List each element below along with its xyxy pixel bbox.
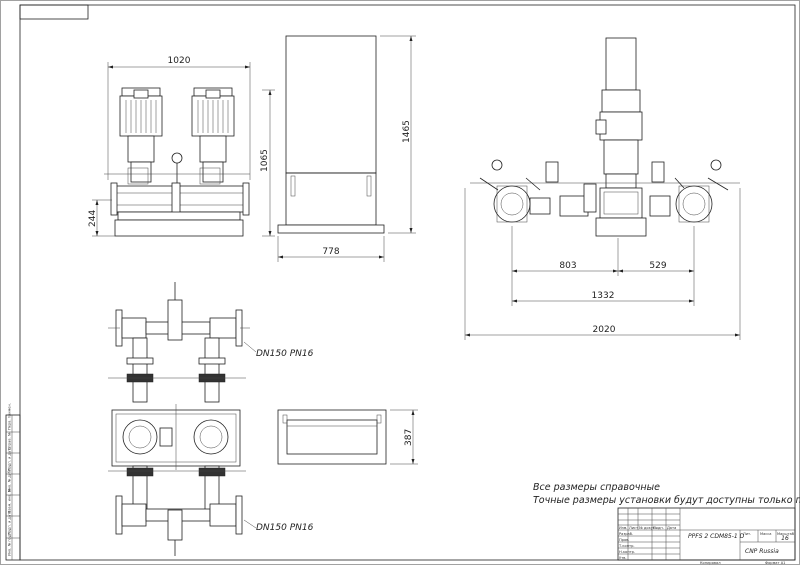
dim-plan-overall: 2020: [593, 325, 616, 335]
dim-front-width: 1020: [168, 56, 191, 66]
tb-role-0: Разраб.: [619, 532, 633, 536]
dim-plan-total: 1332: [592, 291, 615, 301]
tb-role-3: Н.контр.: [619, 550, 635, 554]
side-view: 1465 778: [277, 35, 416, 262]
top-view: 387: [277, 409, 418, 465]
dim-front-base: 244: [88, 210, 98, 227]
dim-plan-left: 803: [559, 261, 576, 271]
note-line-1: Все размеры справочные: [533, 482, 660, 493]
front-view: 1020: [88, 56, 275, 237]
tb-col-lit: Лит.: [743, 532, 751, 536]
side-strip-4: Подп. и дата: [8, 447, 12, 471]
tb-sheet-number: 16: [781, 535, 789, 542]
tb-col-1: Лист: [629, 526, 638, 530]
tb-col-3: Подп.: [653, 526, 664, 530]
side-strip-6: Перв. примен.: [8, 403, 12, 430]
dim-top-depth: 387: [404, 429, 414, 446]
note-line-2: Точные размеры установки будут доступны …: [533, 495, 800, 506]
tb-role-4: Утв.: [619, 556, 627, 560]
tb-copied: Копировал: [700, 561, 721, 565]
tb-col-mass: Масса: [760, 532, 771, 536]
side-strip-0: Инв. № подл.: [8, 531, 12, 556]
side-strip-3: Инв. № дубл.: [8, 467, 12, 492]
right-elevation: 803 529 1332 2020: [464, 37, 741, 340]
label-flange-bottom: DN150 PN16: [256, 523, 314, 533]
plan-view: DN150 PN16 DN150 PN16: [108, 282, 314, 556]
dim-side-width: 778: [322, 247, 339, 257]
tb-company: CNP Russia: [745, 548, 779, 555]
tb-role-1: Пров.: [619, 538, 629, 542]
tb-col-scale: Масштаб: [777, 532, 795, 536]
sheet-frame: [19, 4, 796, 561]
tb-col-2: № докум.: [639, 526, 657, 530]
dim-front-height: 1065: [260, 149, 270, 172]
dim-plan-right: 529: [649, 261, 666, 271]
title-block: Изм. Лист № докум. Подп. Дата Разраб. Пр…: [617, 507, 796, 565]
side-strip: Инв. № подл. Подп. и дата Взам. инв. № И…: [5, 403, 21, 561]
tb-col-4: Дата: [667, 526, 676, 530]
tb-designation: PPFS 2 CDM85-1 D: [688, 533, 745, 540]
tb-col-0: Изм.: [619, 526, 627, 530]
side-strip-2: Взам. инв. №: [8, 488, 12, 513]
tb-format: Формат А1: [765, 561, 785, 565]
tb-role-2: Т.контр.: [618, 544, 635, 548]
top-left-stamp: [19, 4, 89, 20]
side-strip-5: Справ. №: [8, 432, 12, 450]
label-flange-top: DN150 PN16: [256, 349, 314, 359]
dim-side-height: 1465: [402, 120, 412, 143]
side-strip-1: Подп. и дата: [8, 511, 12, 535]
